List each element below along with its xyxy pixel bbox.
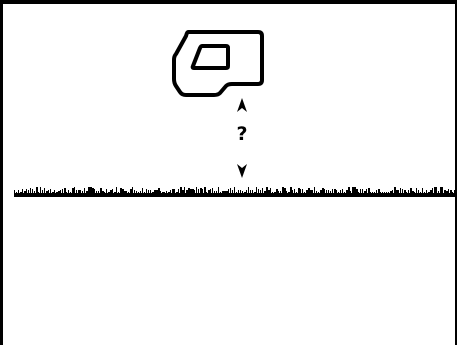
arrow-up-icon [237, 98, 247, 112]
camera-icon [172, 30, 264, 97]
unknown-distance-label: ? [236, 123, 248, 145]
arrow-down-icon [237, 164, 247, 178]
grass-ground [14, 187, 457, 197]
